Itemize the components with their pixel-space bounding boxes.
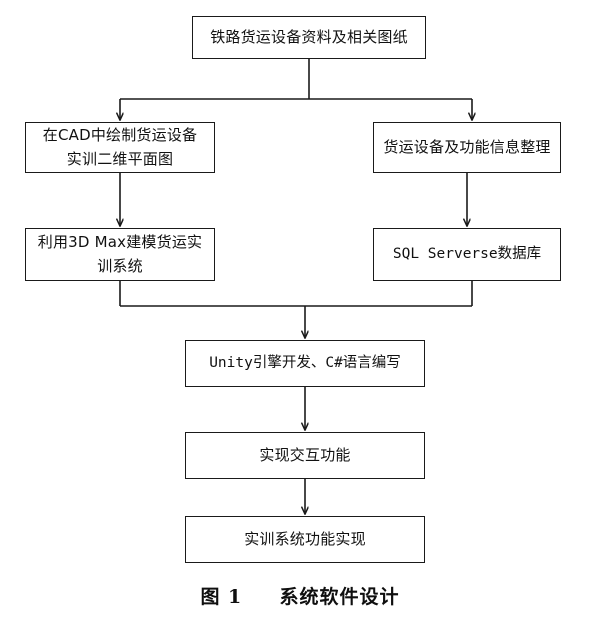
- node-interaction-function[interactable]: 实现交互功能: [185, 432, 425, 479]
- figure-caption-title: 系统软件设计: [279, 586, 400, 608]
- figure-caption-number: 图 1: [200, 586, 243, 608]
- node-cad-drawing-label: 在CAD中绘制货运设备 实训二维平面图: [42, 126, 198, 168]
- node-equipment-info-label: 货运设备及功能信息整理: [383, 137, 551, 156]
- node-cad-drawing[interactable]: 在CAD中绘制货运设备 实训二维平面图: [25, 122, 215, 173]
- node-unity-development[interactable]: Unity引擎开发、C#语言编写: [185, 340, 425, 387]
- node-system-result-label: 实训系统功能实现: [244, 529, 366, 548]
- node-equipment-info[interactable]: 货运设备及功能信息整理: [373, 122, 561, 173]
- node-unity-development-label: Unity引擎开发、C#语言编写: [209, 355, 401, 372]
- node-source-materials[interactable]: 铁路货运设备资料及相关图纸: [192, 16, 426, 59]
- node-sql-database[interactable]: SQL Serverse数据库: [373, 228, 561, 281]
- node-source-materials-label: 铁路货运设备资料及相关图纸: [210, 27, 408, 46]
- node-system-result[interactable]: 实训系统功能实现: [185, 516, 425, 563]
- node-sql-database-label: SQL Serverse数据库: [392, 246, 542, 263]
- node-3dmax-modeling-label: 利用3D Max建模货运实 训系统: [37, 233, 203, 275]
- node-3dmax-modeling[interactable]: 利用3D Max建模货运实 训系统: [25, 228, 215, 281]
- figure-caption: 图 1 系统软件设计: [0, 582, 600, 609]
- node-interaction-function-label: 实现交互功能: [259, 445, 351, 464]
